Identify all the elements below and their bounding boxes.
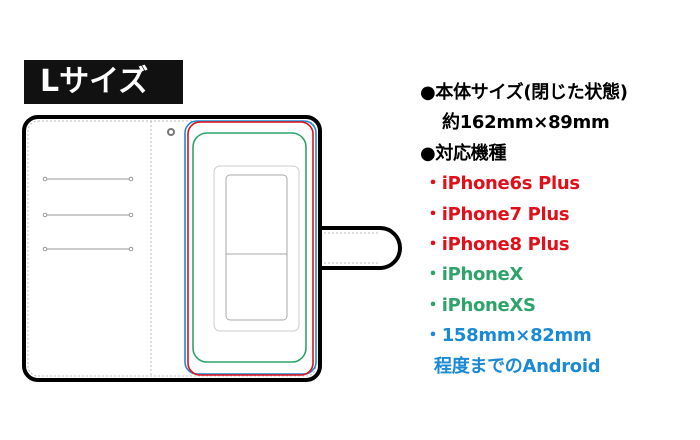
compatible-heading: ●対応機種 bbox=[420, 142, 507, 164]
camera-area bbox=[213, 165, 300, 332]
model-item: ・iPhoneXS bbox=[424, 294, 536, 316]
body-size-heading: ●本体サイズ(閉じた状態) bbox=[420, 82, 628, 103]
android-line: 程度までのAndroid bbox=[434, 355, 601, 377]
model-item: ・iPhone8 Plus bbox=[424, 234, 570, 256]
phone-case-diagram bbox=[22, 115, 402, 382]
outline-green bbox=[192, 132, 307, 363]
camera-inner bbox=[225, 174, 288, 321]
case-outline bbox=[22, 115, 322, 382]
strap-ring bbox=[167, 128, 175, 136]
model-item: ・iPhone7 Plus bbox=[424, 203, 570, 225]
model-item: ・iPhone6s Plus bbox=[424, 173, 580, 195]
strap bbox=[318, 226, 402, 270]
spec-list: ●本体サイズ(閉じた状態) 約162mm×89mm ●対応機種 ・iPhone6… bbox=[420, 78, 628, 382]
model-item: ・158mm×82mm bbox=[424, 325, 592, 347]
outline-red bbox=[187, 121, 314, 376]
card-slots bbox=[42, 176, 134, 252]
model-item: ・iPhoneX bbox=[424, 264, 524, 286]
size-label: Lサイズ bbox=[24, 60, 183, 104]
body-size-value: 約162mm×89mm bbox=[442, 112, 610, 134]
outline-blue bbox=[184, 120, 317, 375]
